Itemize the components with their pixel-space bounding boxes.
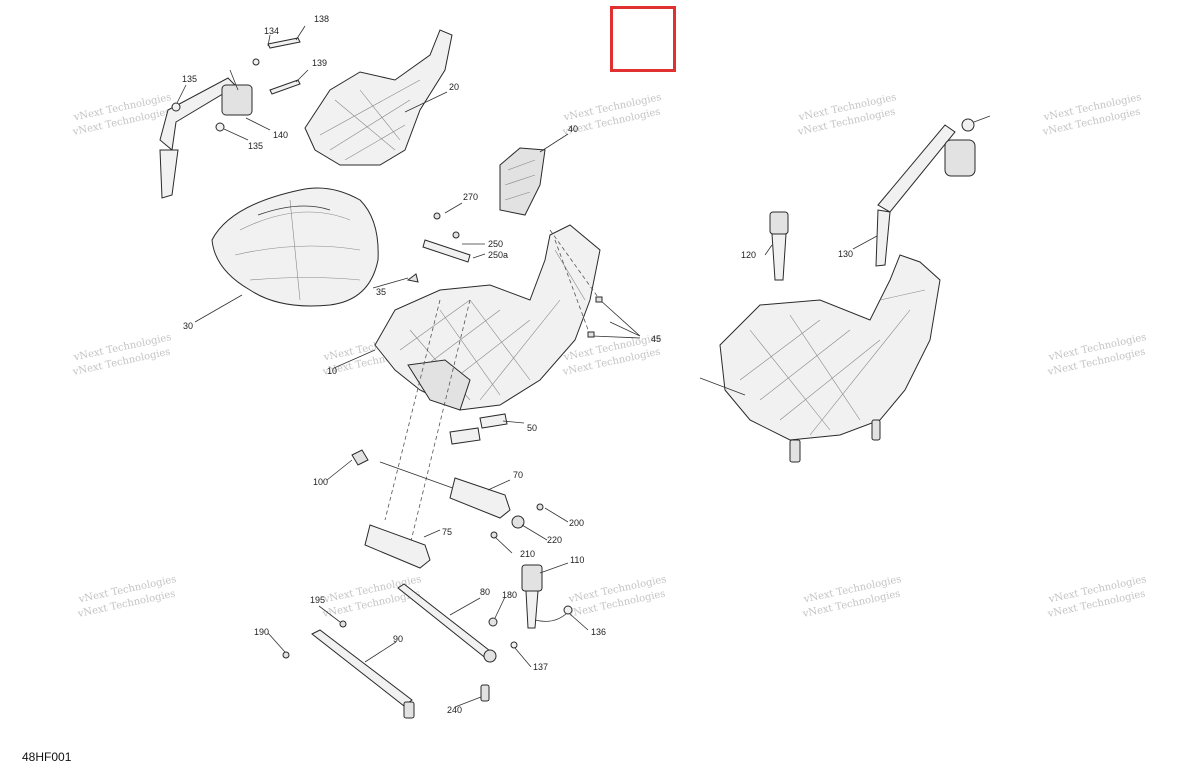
callout-35: 35: [376, 287, 386, 297]
clip-fasteners: [549, 229, 641, 339]
callout-180: 180: [502, 590, 517, 600]
callout-270: 270: [463, 192, 478, 202]
callout-40: 40: [568, 124, 578, 134]
leader-lines: [176, 25, 878, 708]
callout-75: 75: [442, 527, 452, 537]
assembled-seat: [699, 115, 991, 463]
callout-134: 134: [264, 26, 279, 36]
callout-10: 10: [327, 366, 337, 376]
callout-labels: 134 138 135 139 140 135 20 40 270 250 25…: [182, 14, 853, 715]
callout-200: 200: [569, 518, 584, 528]
retractor-belt-assembly: [159, 37, 301, 199]
callout-138: 138: [314, 14, 329, 24]
callout-210: 210: [520, 549, 535, 559]
callout-100: 100: [313, 477, 328, 487]
seat-back-cushion: [304, 29, 453, 166]
seat-bottom-cushion: [211, 187, 379, 307]
callout-135: 135: [182, 74, 197, 84]
callout-195: 195: [310, 595, 325, 605]
seat-frame: [374, 224, 601, 411]
callout-139: 139: [312, 58, 327, 68]
headrest-pad: [499, 147, 546, 216]
callout-90: 90: [393, 634, 403, 644]
callout-30: 30: [183, 321, 193, 331]
callout-80: 80: [480, 587, 490, 597]
callout-220: 220: [547, 535, 562, 545]
callout-250: 250: [488, 239, 503, 249]
label-stickers: [449, 413, 508, 445]
callout-190: 190: [254, 627, 269, 637]
seat-belt-buckle: [480, 564, 573, 702]
callout-240: 240: [447, 705, 462, 715]
rods: [282, 583, 497, 719]
callout-45: 45: [651, 334, 661, 344]
drawing-code: 48HF001: [22, 750, 72, 764]
callout-50: 50: [527, 423, 537, 433]
callout-140: 140: [273, 130, 288, 140]
callout-20: 20: [449, 82, 459, 92]
callout-137: 137: [533, 662, 548, 672]
callout-110: 110: [570, 555, 584, 565]
callout-135: 135: [248, 141, 263, 151]
small-hardware-top: [406, 202, 486, 283]
callout-120: 120: [741, 250, 756, 260]
callout-70: 70: [513, 470, 523, 480]
callout-130: 130: [838, 249, 853, 259]
callout-136: 136: [591, 627, 606, 637]
callout-250a: 250a: [488, 250, 508, 260]
highlight-box: [610, 6, 676, 72]
seat-slider-mechanism: [351, 299, 544, 569]
